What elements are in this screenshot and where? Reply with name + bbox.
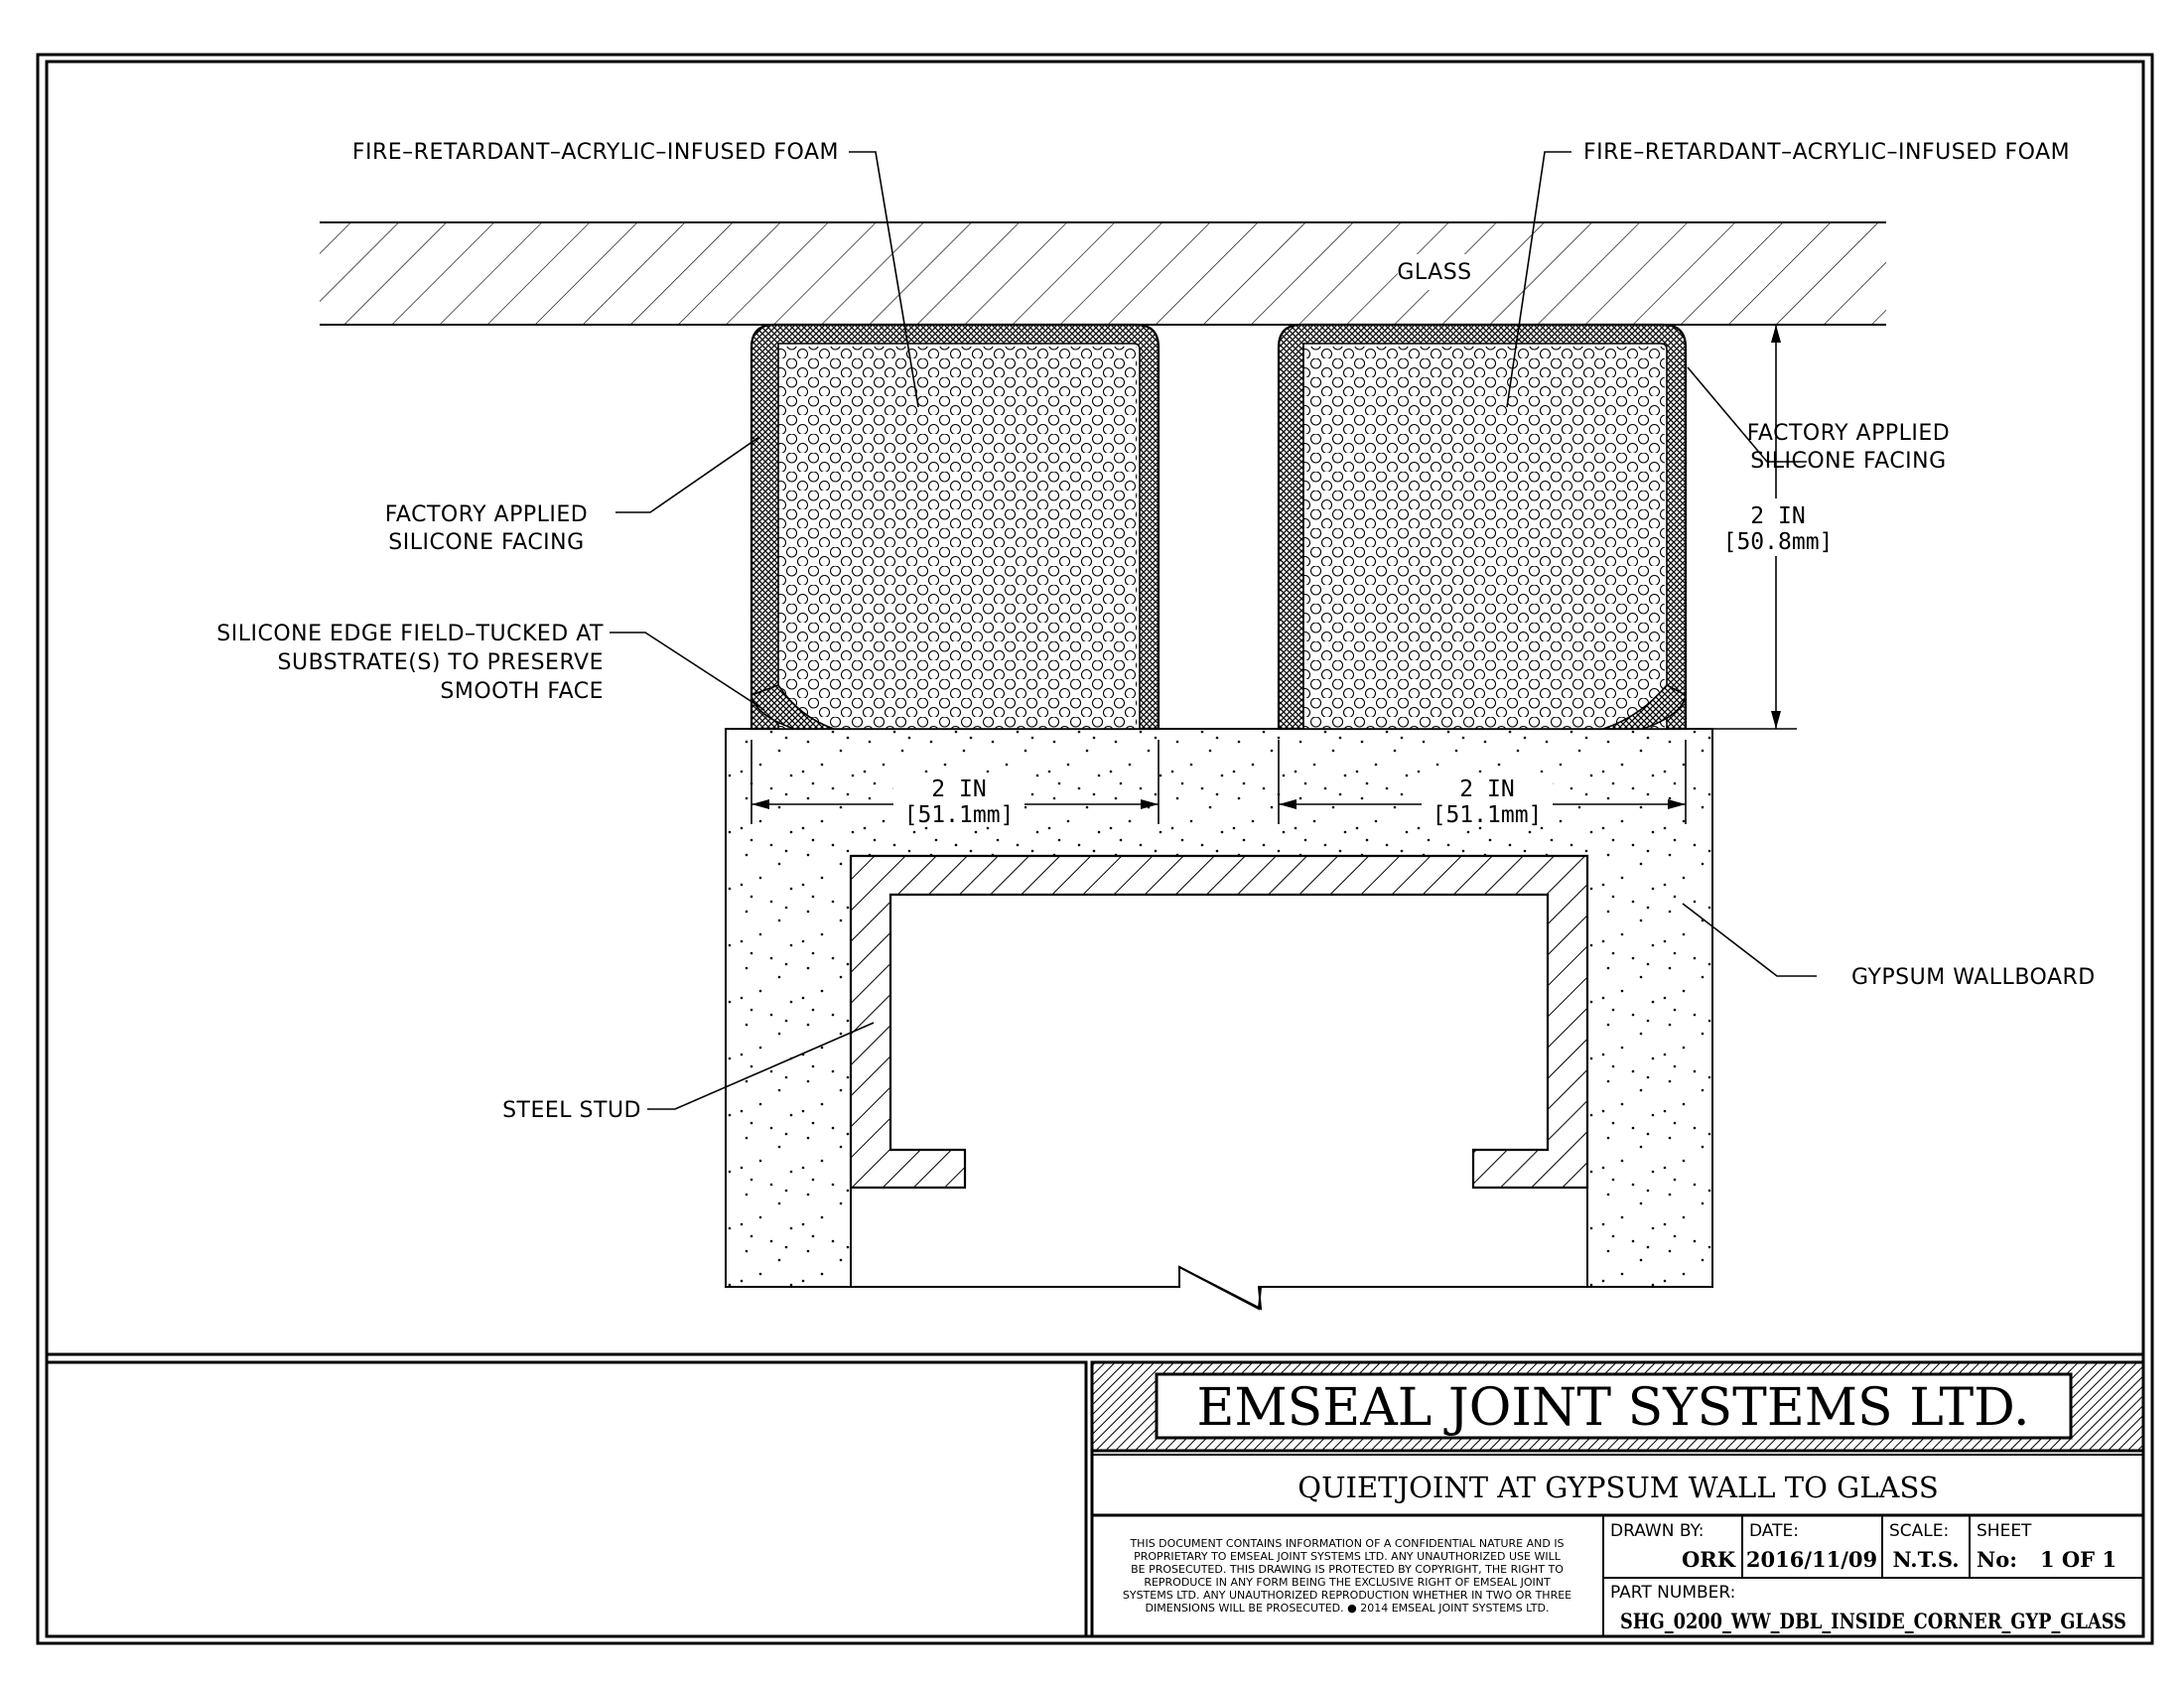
dim-height-mm: [50.8mm] xyxy=(1723,529,1834,555)
drawing-title: QUIETJOINT AT GYPSUM WALL TO GLASS xyxy=(1297,1471,1938,1504)
scale-value: N.T.S. xyxy=(1892,1547,1959,1572)
dimension-height xyxy=(1693,324,1833,730)
label-edge-1: SILICONE EDGE FIELD–TUCKED AT xyxy=(216,622,604,646)
dim-width-left-in: 2 IN xyxy=(931,776,986,802)
svg-text:THIS DOCUMENT CONTAINS INFORMA: THIS DOCUMENT CONTAINS INFORMATION OF A … xyxy=(1129,1537,1564,1550)
label-facing-right-2: SILICONE FACING xyxy=(1750,449,1946,474)
company-name: EMSEAL JOINT SYSTEMS LTD. xyxy=(1196,1378,2029,1438)
sheet-label: SHEET xyxy=(1977,1521,2032,1541)
svg-text:DIMENSIONS WILL BE PROSECUTED.: DIMENSIONS WILL BE PROSECUTED. ● 2014 EM… xyxy=(1146,1602,1550,1615)
svg-text:SYSTEMS LTD. ANY UNAUTHORIZED: SYSTEMS LTD. ANY UNAUTHORIZED REPRODUCTI… xyxy=(1123,1589,1571,1602)
glass-panel xyxy=(320,221,1886,326)
date-value: 2016/11/09 xyxy=(1746,1547,1877,1572)
label-facing-left-2: SILICONE FACING xyxy=(388,530,584,555)
scale-label: SCALE: xyxy=(1889,1521,1949,1541)
dim-width-left-mm: [51.1mm] xyxy=(904,802,1015,828)
disclaimer: THIS DOCUMENT CONTAINS INFORMATION OF A … xyxy=(1123,1537,1571,1615)
foam-right xyxy=(1277,323,1688,731)
date-label: DATE: xyxy=(1749,1521,1799,1541)
label-glass: GLASS xyxy=(1397,260,1471,285)
foam-left xyxy=(750,323,1160,731)
label-edge-3: SMOOTH FACE xyxy=(440,679,604,704)
leader-lines xyxy=(610,151,1817,1110)
label-steel-stud: STEEL STUD xyxy=(502,1098,641,1123)
steel-stud xyxy=(849,854,1589,1190)
sheet-no-label: No: xyxy=(1977,1547,2017,1572)
dim-width-right-mm: [51.1mm] xyxy=(1433,802,1543,828)
label-gypsum: GYPSUM WALLBOARD xyxy=(1851,965,2096,990)
dimension-width-left xyxy=(751,740,1160,824)
svg-text:BE PROSECUTED. THIS DRAWING IS: BE PROSECUTED. THIS DRAWING IS PROTECTED… xyxy=(1131,1563,1564,1576)
title-block xyxy=(45,1360,2145,1638)
part-number-value: SHG_0200_WW_DBL_INSIDE_CORNER_GYP_GLASS xyxy=(1620,1609,2126,1633)
outer-border xyxy=(36,53,2154,1645)
drawn-by-label: DRAWN BY: xyxy=(1610,1521,1704,1541)
drawn-by-value: ORK xyxy=(1682,1547,1736,1572)
label-edge-2: SUBSTRATE(S) TO PRESERVE xyxy=(278,650,604,675)
dim-height-in: 2 IN xyxy=(1750,503,1805,529)
dim-width-right-in: 2 IN xyxy=(1459,776,1514,802)
notes-box xyxy=(45,1360,1088,1638)
svg-text:PROPRIETARY TO EMSEAL JOINT SY: PROPRIETARY TO EMSEAL JOINT SYSTEMS LTD.… xyxy=(1134,1550,1562,1563)
part-number-label: PART NUMBER: xyxy=(1610,1583,1735,1603)
svg-text:REPRODUCE IN ANY FORM BEING TH: REPRODUCE IN ANY FORM BEING THE EXCLUSIV… xyxy=(1144,1576,1551,1589)
dimension-width-right xyxy=(1278,740,1687,824)
label-facing-left-1: FACTORY APPLIED xyxy=(385,502,588,527)
label-foam-right: FIRE–RETARDANT–ACRYLIC–INFUSED FOAM xyxy=(1583,140,2070,165)
label-facing-right-1: FACTORY APPLIED xyxy=(1747,421,1950,446)
label-foam-left: FIRE–RETARDANT–ACRYLIC–INFUSED FOAM xyxy=(352,140,839,165)
sheet-value: 1 OF 1 xyxy=(2040,1547,2116,1572)
